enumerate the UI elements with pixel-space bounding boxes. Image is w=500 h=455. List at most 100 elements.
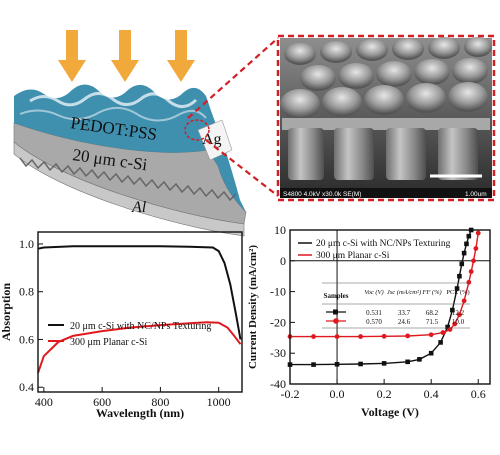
table-row-1-jsc: 33.7 [398, 309, 411, 317]
jv-series-1-point [381, 333, 387, 339]
sem-footer-text: S4800 4.0kV x30.0k SE(M) [283, 191, 361, 198]
absorption-xtick-label-0: 400 [35, 395, 53, 409]
jv-ytick-label-5: -40 [270, 377, 286, 391]
jv-ytick-label-1: 0 [280, 254, 286, 268]
absorption-legend: 20 μm c-Si with NC/NPs Texturing 300 μm … [48, 321, 211, 348]
jv-ylabel: Current Density (mA/cm²) [247, 245, 259, 369]
jv-series-1-point [471, 258, 476, 264]
absorption-xtick-label-3: 1000 [207, 395, 231, 409]
sem-footer-bar [280, 188, 492, 198]
jv-series-0-point [334, 361, 340, 367]
light-arrow-1 [58, 30, 86, 82]
jv-xlabel: Voltage (V) [361, 405, 419, 419]
table-header-samples: Samples [324, 292, 349, 300]
light-arrow-3 [167, 30, 195, 82]
jv-ytick-label-0: 10 [274, 223, 286, 237]
jv-series-1-point [311, 334, 316, 339]
table-header-pce: PCE (%) [446, 289, 469, 296]
table-header-jsc: Jsc (mA/cm²) [387, 289, 421, 296]
jv-series-0-point [466, 233, 472, 239]
table-header-ff: FF (%) [421, 289, 441, 296]
jv-series-1-point [475, 230, 481, 236]
pedot-wave-layer [14, 84, 246, 212]
sem-scale-label: 1.00um [465, 191, 487, 198]
al-sawtooth [19, 157, 237, 202]
wave-highlight-2 [19, 106, 207, 122]
jv-series-1-point [466, 279, 472, 285]
jv-series-0-point [459, 261, 465, 267]
table-row-1-pce: 12.2 [452, 309, 465, 317]
light-arrow-2 [111, 30, 139, 82]
jv-series-1-point [405, 333, 411, 339]
jv-series-0-point [428, 350, 434, 356]
jv-series-1-point [473, 246, 479, 251]
jv-legend-label-1: 20 μm c-Si with NC/NPs Texturing [316, 239, 451, 249]
jv-series-1-point [452, 321, 458, 327]
jv-series-0-point [457, 273, 462, 279]
jv-series-0-point [405, 359, 410, 365]
jv-xtick-label-3: 0.4 [424, 387, 439, 401]
sem-pillars [288, 128, 478, 180]
jv-series-0-point [454, 286, 460, 291]
table-row-1-voc: 0.531 [366, 309, 382, 317]
al-label: Al [131, 199, 147, 216]
jv-series-1-point [428, 332, 434, 338]
table-row-1: 0.531 33.7 68.2 12.2 [326, 309, 465, 317]
jv-ytick-label-4: -30 [270, 346, 286, 360]
absorption-series-0-line [37, 245, 242, 340]
jv-plot-frame [289, 229, 491, 385]
table-row-2-jsc: 24.6 [398, 318, 411, 326]
jv-series-0-point [445, 324, 450, 330]
jv-series-0-point [438, 340, 443, 345]
absorption-legend-label-1: 20 μm c-Si with NC/NPs Texturing [70, 321, 211, 332]
jv-series-1-point [440, 330, 446, 335]
jv-xtick-label-2: 0.2 [377, 387, 392, 401]
absorption-chart: 400 600 800 1000 0.4 0.6 0.8 1.0 Wavelength (nm… [0, 231, 243, 420]
device-schematic: PEDOT:PSS Ag 20 μm c-Si Al [13, 30, 279, 237]
absorption-xtick-label-1: 600 [93, 395, 111, 409]
jv-series-0-point [417, 357, 422, 362]
jv-series-1-point [358, 334, 363, 339]
sem-ridge [282, 118, 490, 130]
silicon-front-face [13, 141, 245, 237]
table-row-1-marker [333, 309, 338, 315]
absorption-xtick-label-2: 800 [151, 395, 169, 409]
jv-series-0-point [311, 362, 316, 367]
jv-series-1-point [461, 298, 467, 304]
absorption-ytick-label-0: 0.4 [19, 380, 34, 394]
zoom-region [184, 119, 210, 141]
table-row-2: 0.570 24.6 71.5 10.0 [326, 318, 465, 326]
jv-legend: 20 μm c-Si with NC/NPs Texturing 300 μm … [298, 239, 451, 261]
jv-series-1-point [468, 269, 474, 274]
absorption-ytick-label-2: 0.8 [19, 285, 34, 299]
table-row-2-pce: 10.0 [452, 318, 465, 326]
absorption-plot-frame [37, 231, 243, 393]
absorption-xlabel: Wavelength (nm) [96, 406, 184, 420]
jv-legend-label-2: 300 μm Planar c-Si [316, 251, 390, 261]
wave-highlight [29, 92, 198, 108]
jv-xtick-label-4: 0.6 [471, 387, 486, 401]
ag-contact [197, 119, 233, 161]
jv-series-0-point [461, 250, 467, 256]
sem-image: S4800 4.0kV x30.0k SE(M) 1.00um [276, 34, 496, 202]
jv-series-1-point [334, 334, 340, 339]
absorption-ytick-label-3: 1.0 [19, 237, 34, 251]
jv-series-0-point [381, 361, 387, 366]
absorption-ytick-label-1: 0.6 [19, 332, 34, 346]
absorption-ylabel: Absorption [0, 283, 13, 341]
zoom-connector-top [187, 37, 279, 119]
jv-series-0-point [450, 307, 455, 313]
jv-series-0-point [464, 241, 469, 247]
table-header-voc: Voc (V) [364, 289, 383, 296]
table-row-2-marker [333, 318, 339, 324]
table-row-2-voc: 0.570 [366, 318, 382, 326]
table-row-1-ff: 68.2 [426, 309, 439, 317]
zoom-connector-bottom [205, 139, 279, 197]
jv-ytick-label-3: -20 [270, 315, 286, 329]
table-row-2-ff: 71.5 [426, 318, 439, 326]
jv-series-1-point [457, 312, 462, 318]
jv-ytick-label-2: -10 [270, 285, 286, 299]
